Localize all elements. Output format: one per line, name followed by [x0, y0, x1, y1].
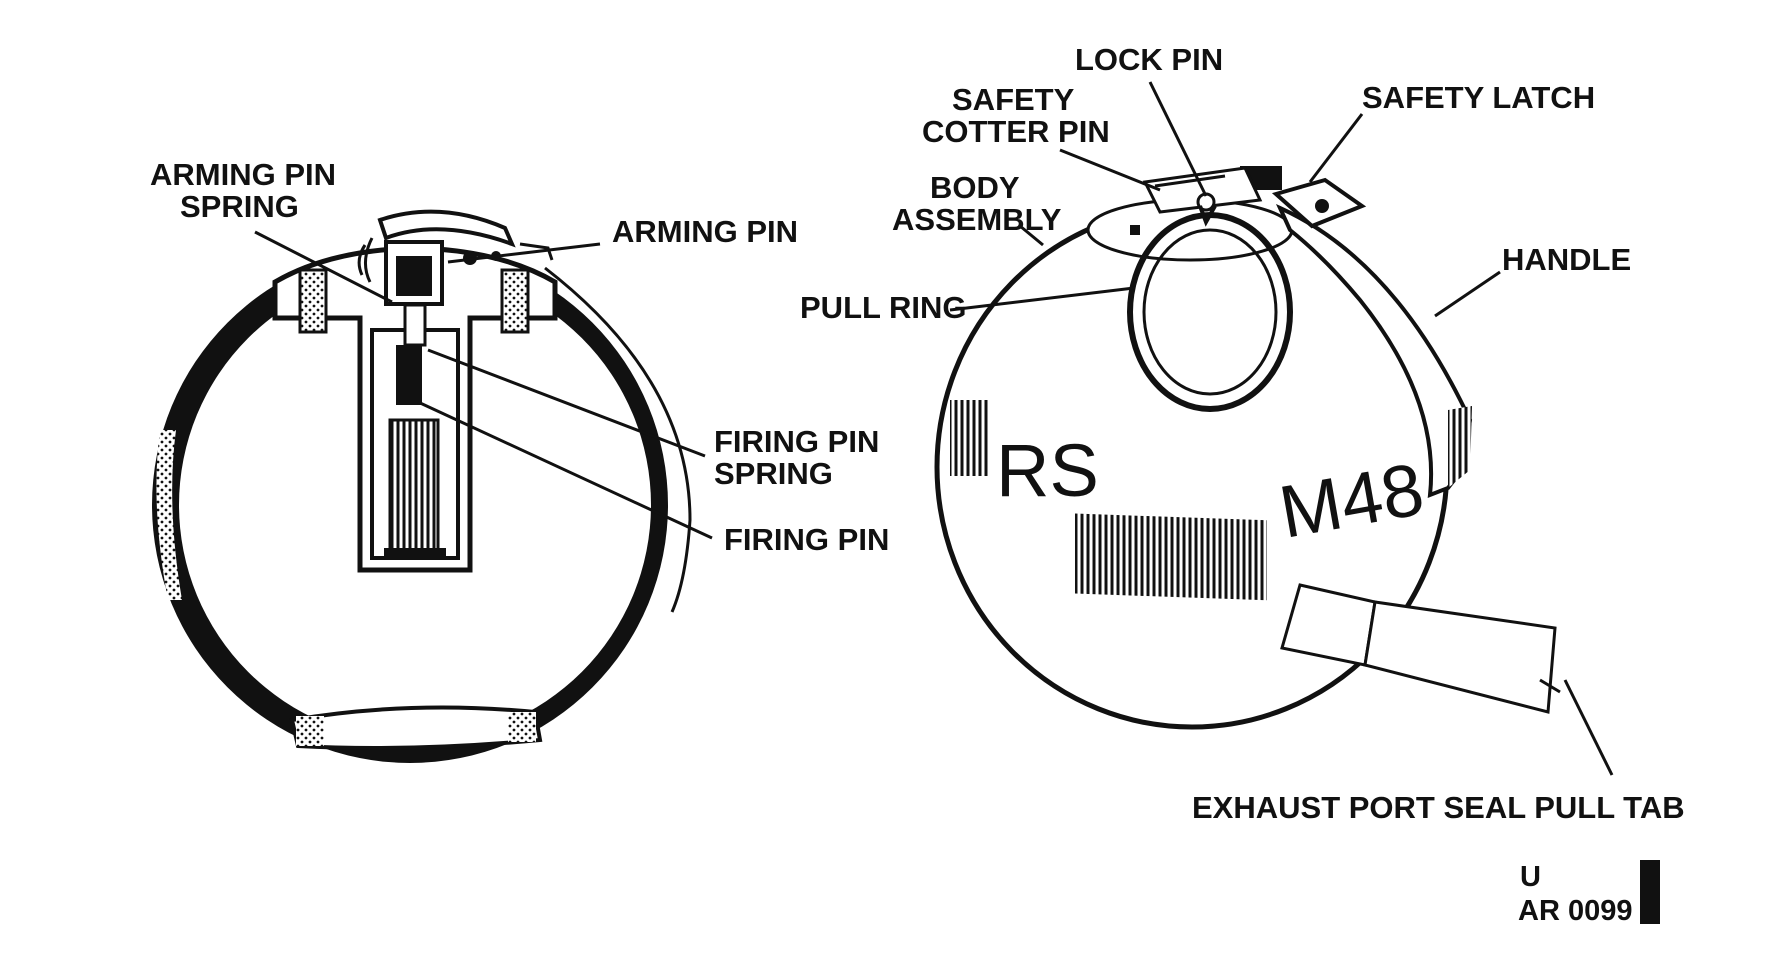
marking-prefix: RS: [996, 429, 1099, 512]
label-firing-pin-spring-line1: FIRING PIN: [714, 424, 879, 459]
pull-ring: [1127, 205, 1293, 412]
label-safety-cotter-pin-line2: COTTER PIN: [922, 114, 1110, 149]
marking-bands: [950, 400, 1267, 601]
label-arming-pin-spring-line1: ARMING PIN: [150, 157, 336, 192]
label-firing-pin: FIRING PIN: [724, 522, 889, 557]
label-handle: HANDLE: [1502, 242, 1631, 277]
label-body-assembly-line2: ASSEMBLY: [892, 202, 1062, 237]
firing-pin-assembly: [384, 345, 446, 558]
label-arming-pin-spring-line2: SPRING: [180, 189, 299, 224]
label-lock-pin: LOCK PIN: [1075, 42, 1223, 77]
cutaway-view: ARMING PIN SPRING ARMING PIN FIRING PIN …: [150, 157, 889, 763]
arming-pin-assembly: [357, 209, 554, 347]
label-firing-pin-spring-line2: SPRING: [714, 456, 833, 491]
figure-code: U AR 0099: [1518, 860, 1660, 927]
label-pull-ring: PULL RING: [800, 290, 967, 325]
exhaust-port-seal-pull-tab: [1280, 583, 1561, 714]
handle: [1275, 203, 1473, 499]
exterior-view: RS M48: [800, 42, 1685, 825]
cutaway-leader-lines: [254, 230, 713, 540]
label-arming-pin: ARMING PIN: [612, 214, 798, 249]
label-body-assembly-line1: BODY: [930, 170, 1020, 205]
figure-code-bar: [1640, 860, 1660, 924]
label-safety-latch: SAFETY LATCH: [1362, 80, 1595, 115]
bottom-plug: [289, 705, 543, 750]
figure-code-line2: AR 0099: [1518, 895, 1632, 927]
label-exhaust-port-seal-pull-tab: EXHAUST PORT SEAL PULL TAB: [1192, 790, 1685, 825]
exterior-leader-lines: [949, 81, 1614, 776]
figure-code-line1: U: [1520, 861, 1541, 893]
label-safety-cotter-pin-line1: SAFETY: [952, 82, 1075, 117]
